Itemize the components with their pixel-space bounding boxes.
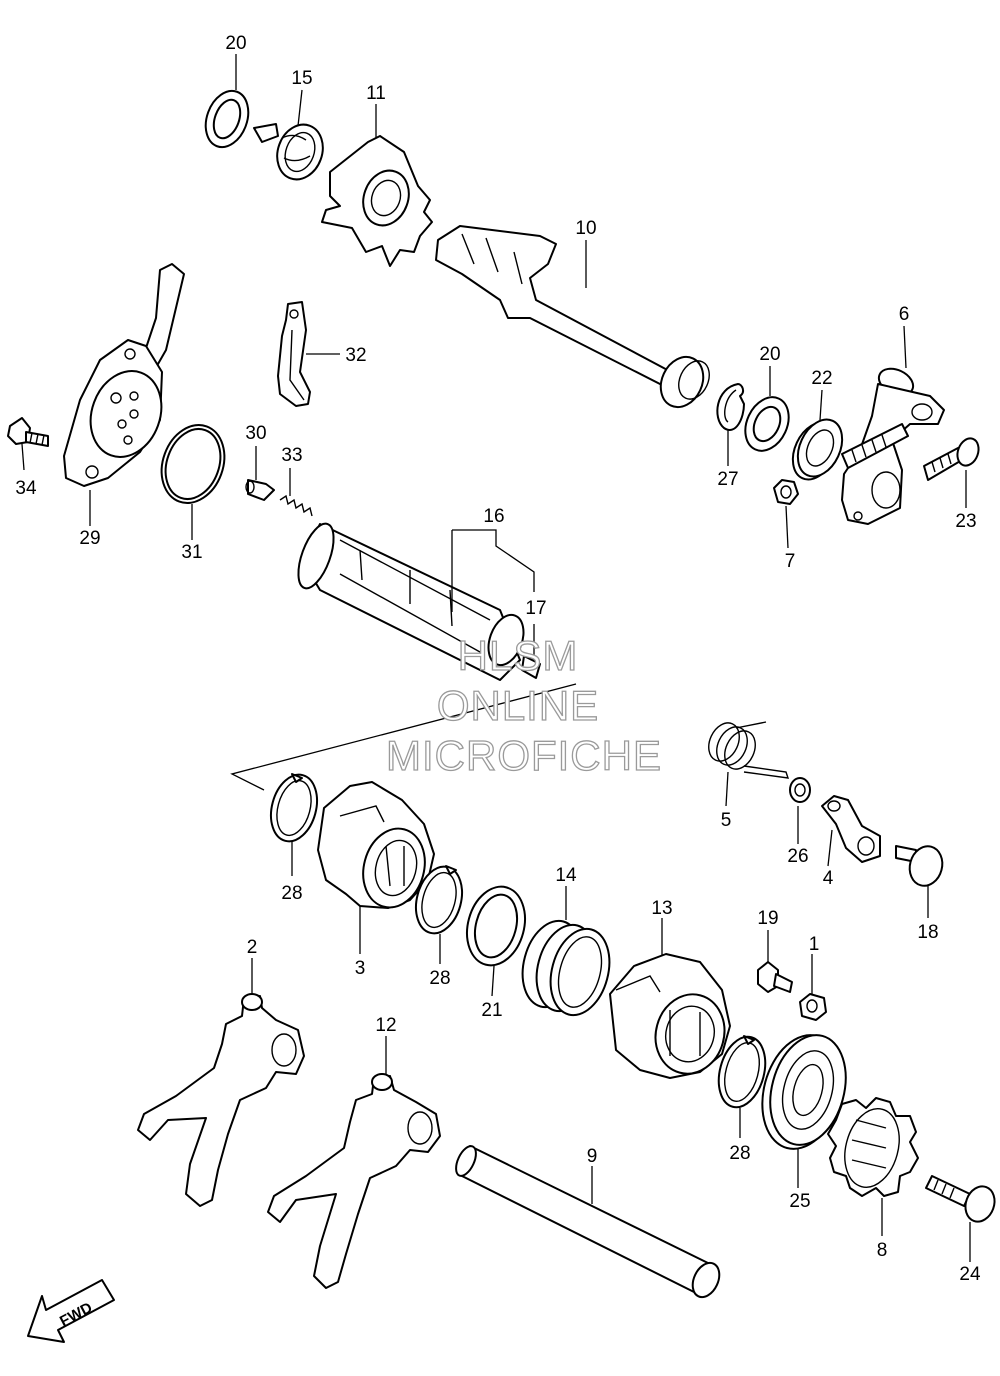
callout-24: 24 — [959, 1264, 981, 1285]
callout-29: 29 — [79, 528, 100, 549]
callout-labels: 20 15 11 10 32 6 20 22 34 29 31 30 33 27… — [15, 33, 981, 1285]
part-7-nut — [773, 479, 799, 505]
callout-25: 25 — [789, 1191, 810, 1212]
callout-10: 10 — [575, 218, 596, 239]
fwd-arrow-icon — [27, 1279, 115, 1343]
part-25-bearing — [761, 1034, 847, 1150]
part-3-cam-driven — [317, 781, 435, 909]
leader-lines — [21, 54, 971, 1262]
part-26-washer — [789, 777, 811, 803]
callout-14: 14 — [555, 865, 577, 886]
callout-15: 15 — [291, 68, 312, 89]
part-11-shift-arm — [321, 135, 433, 267]
callout-8: 8 — [877, 1240, 888, 1261]
part-34-bolt — [7, 417, 49, 447]
callout-1: 1 — [809, 934, 820, 955]
callout-13: 13 — [651, 898, 672, 919]
part-17-pin — [521, 655, 541, 679]
part-31-o-ring — [160, 424, 226, 504]
part-23-bolt — [923, 437, 980, 481]
callout-26: 26 — [787, 846, 808, 867]
part-24-bolt — [925, 1175, 996, 1223]
callout-9: 9 — [587, 1146, 598, 1167]
part-1-nut — [799, 993, 827, 1021]
part-29-sensor-cover — [63, 263, 185, 487]
callout-33: 33 — [281, 445, 302, 466]
part-21-washer — [466, 885, 526, 967]
part-stud-bolt — [841, 423, 909, 469]
part-33-spring — [279, 494, 313, 517]
callout-19: 19 — [757, 908, 778, 929]
part-12-shift-fork — [267, 1073, 441, 1289]
part-6-lever — [841, 367, 945, 525]
callout-28-middle: 28 — [429, 968, 450, 989]
part-15-spring — [253, 123, 324, 181]
fwd-direction-badge: FWD — [27, 1279, 115, 1343]
callout-27: 27 — [717, 469, 738, 490]
part-19-bolt — [757, 961, 793, 993]
part-18-bolt — [895, 845, 944, 887]
callout-20-top: 20 — [225, 33, 246, 54]
part-13-cam-gear — [609, 953, 731, 1079]
callout-6: 6 — [899, 304, 910, 325]
callout-2: 2 — [247, 937, 258, 958]
callout-21: 21 — [481, 1000, 502, 1021]
watermark: HLSM ONLINE MICROFICHE — [385, 631, 662, 779]
part-9-fork-shaft — [455, 1145, 721, 1299]
callout-5: 5 — [721, 810, 732, 831]
watermark-line-2: ONLINE — [437, 682, 599, 729]
part-10-shift-shaft — [435, 225, 710, 409]
part-2-shift-fork — [137, 993, 305, 1207]
part-4-stopper — [821, 795, 881, 863]
callout-4: 4 — [823, 868, 834, 889]
callout-18: 18 — [917, 922, 938, 943]
part-14-spring — [521, 919, 611, 1017]
callout-28-right: 28 — [729, 1143, 750, 1164]
part-5-spring — [708, 721, 790, 779]
part-8-drive-gear — [827, 1097, 919, 1197]
callout-30: 30 — [245, 423, 266, 444]
part-32-clip — [277, 301, 311, 407]
callout-16: 16 — [483, 506, 504, 527]
part-16-shift-cam — [297, 522, 525, 681]
callout-20-right: 20 — [759, 344, 780, 365]
callout-7: 7 — [785, 551, 796, 572]
callout-17: 17 — [525, 598, 546, 619]
callout-3: 3 — [355, 958, 366, 979]
part-27-circlip — [716, 383, 745, 431]
callout-28-left: 28 — [281, 883, 302, 904]
part-28-circlip-middle — [414, 865, 464, 935]
watermark-line-1: HLSM — [458, 632, 579, 679]
callout-23: 23 — [955, 511, 976, 532]
part-22-oil-seal — [791, 418, 844, 481]
part-28-circlip-left — [269, 773, 319, 843]
assembly-guide-line — [230, 683, 577, 791]
part-30-pin — [245, 479, 275, 501]
part-20-washer-right — [744, 396, 790, 452]
watermark-line-3: MICROFICHE — [386, 732, 662, 779]
callout-32: 32 — [345, 345, 366, 366]
callout-34: 34 — [15, 478, 37, 499]
part-28-circlip-right — [717, 1035, 767, 1109]
callout-11: 11 — [366, 83, 386, 104]
callout-31: 31 — [181, 542, 202, 563]
callout-12: 12 — [375, 1015, 396, 1036]
part-20-washer-top — [204, 89, 250, 149]
callout-22: 22 — [811, 368, 832, 389]
